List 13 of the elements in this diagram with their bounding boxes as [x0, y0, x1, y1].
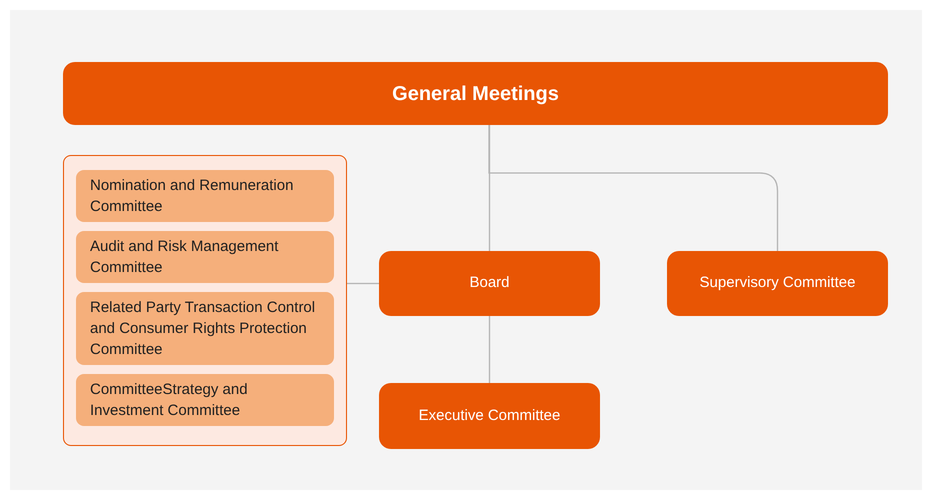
connector-line	[488, 316, 490, 383]
committee-box: Related Party Transaction Control and Consumer Rights Protection Committee	[76, 292, 334, 365]
org-box: Supervisory Committee	[667, 251, 888, 316]
committee-box: CommitteeStrategy and Investment Committee	[76, 374, 334, 426]
connector-line	[488, 125, 490, 251]
committee-panel	[63, 155, 347, 446]
committee-box: Audit and Risk Management Committee	[76, 231, 334, 283]
connector-line	[488, 125, 778, 251]
org-box: Executive Committee	[379, 383, 600, 449]
committee-box: Nomination and Remuneration Committee	[76, 170, 334, 222]
header-box: General Meetings	[63, 62, 888, 125]
connector-line	[347, 282, 379, 284]
org-box: Board	[379, 251, 600, 316]
